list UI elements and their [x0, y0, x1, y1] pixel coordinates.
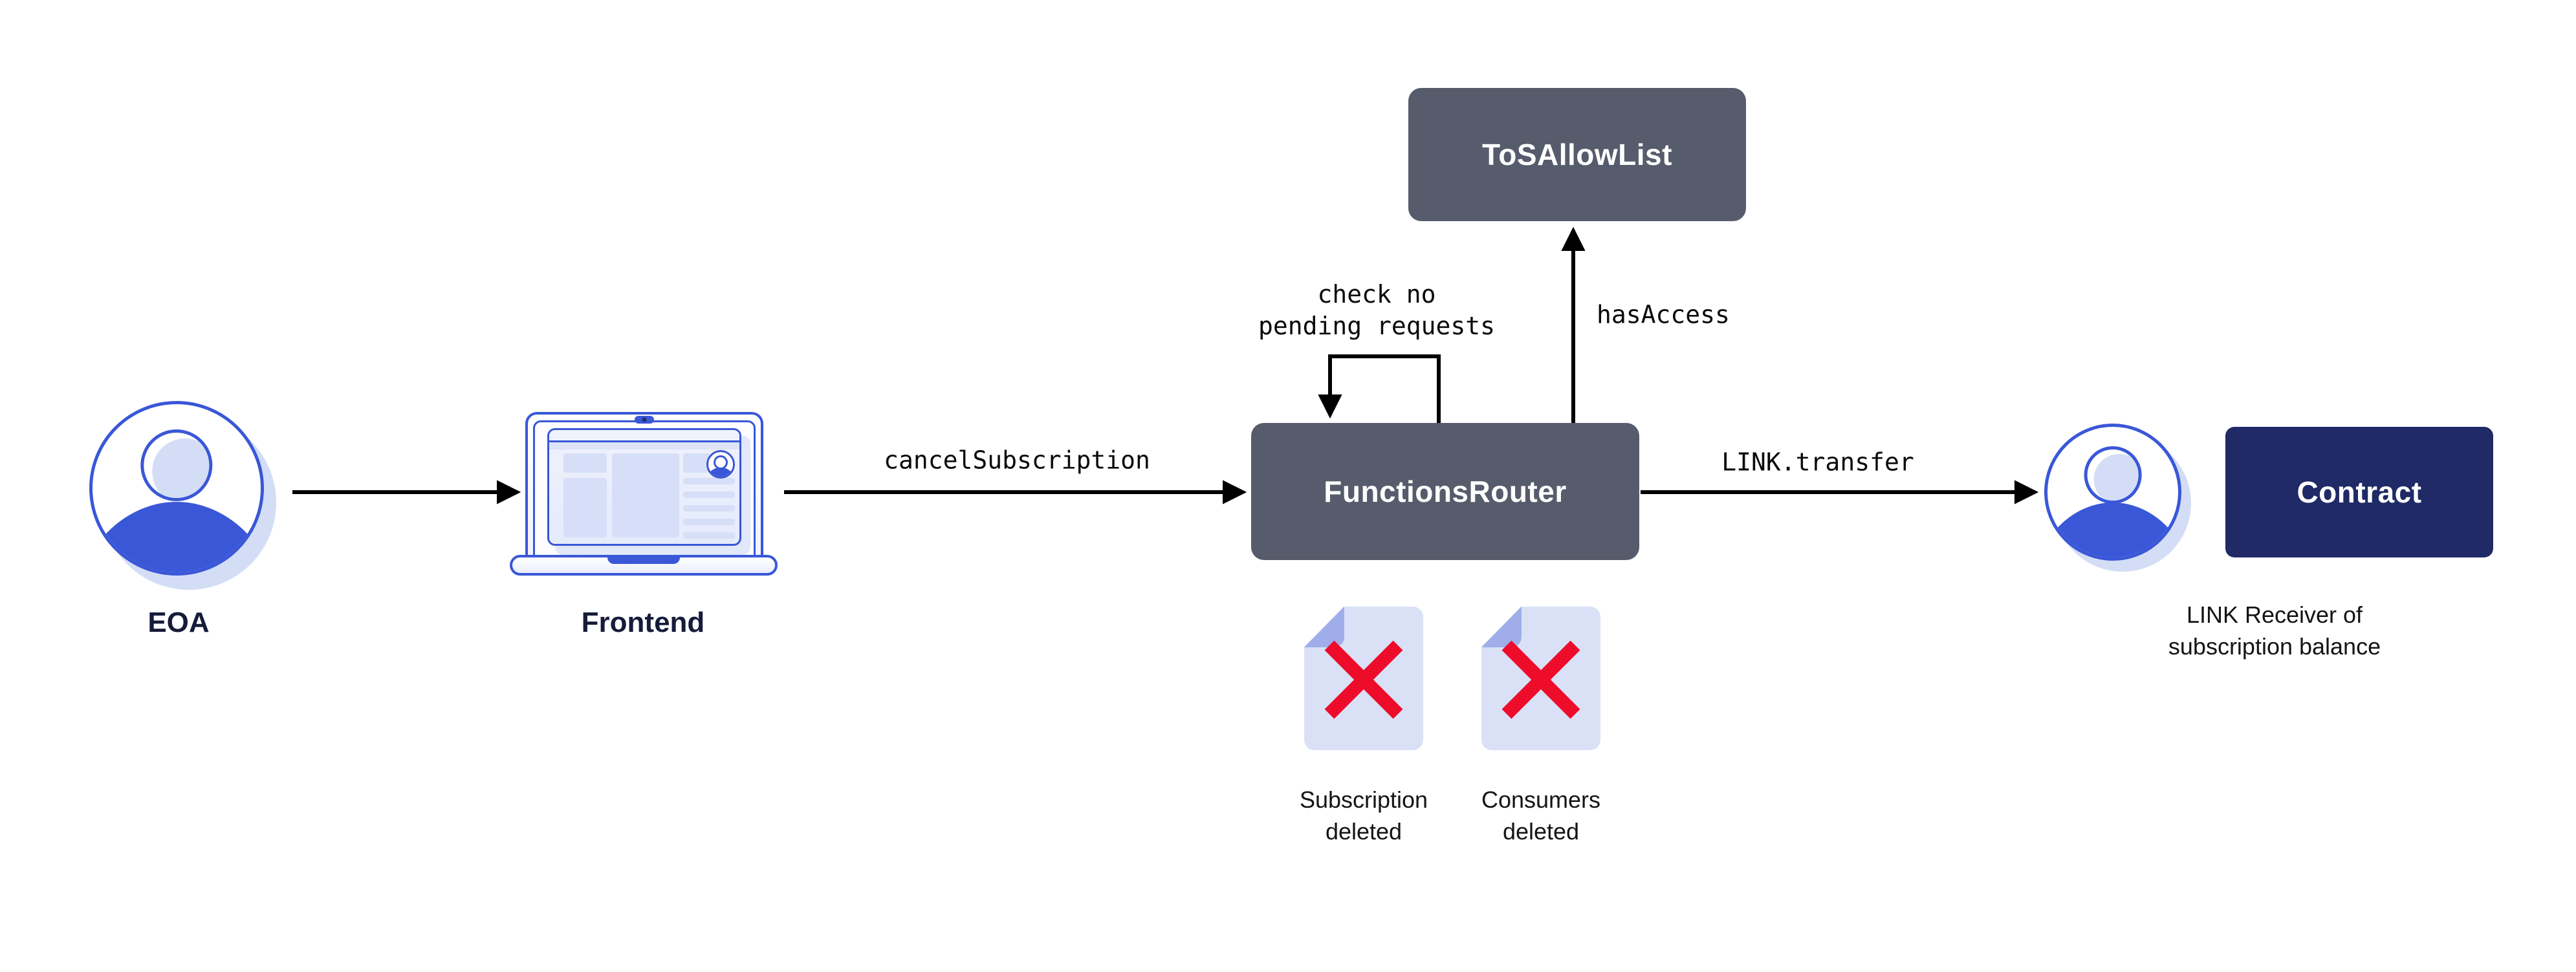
person-avatar-icon — [2044, 424, 2191, 572]
hasaccess-edge-label: hasAccess — [1597, 300, 1730, 329]
frontend-label: Frontend — [581, 607, 705, 638]
check-pending-edge-label: check no pending requests — [1258, 280, 1496, 340]
browser-user-avatar-icon — [706, 450, 735, 479]
browser-block — [563, 478, 607, 537]
laptop-browser-icon — [510, 410, 778, 576]
eoa-label: EOA — [147, 607, 210, 638]
person-avatar-icon — [89, 401, 276, 590]
browser-titlebar — [549, 430, 739, 442]
browser-text-line — [683, 505, 735, 512]
browser-text-line — [683, 532, 735, 539]
browser-text-line — [683, 519, 735, 525]
avatar-circle — [2044, 424, 2181, 561]
browser-text-line — [683, 491, 735, 498]
avatar-head — [2084, 446, 2142, 504]
browser-block — [563, 453, 607, 473]
contract-box: Contract — [2225, 427, 2493, 557]
browser-text-line — [683, 478, 735, 484]
red-x-icon — [1326, 642, 1401, 717]
avatar-shoulders — [93, 501, 261, 572]
laptop-webcam-icon — [635, 416, 654, 424]
consumers-deleted-caption: Consumers deleted — [1481, 786, 1601, 845]
link-transfer-edge-label: LINK.transfer — [1721, 448, 1914, 477]
red-x-icon — [1503, 642, 1578, 717]
deleted-document-icon — [1304, 607, 1423, 750]
deleted-document-icon — [1481, 607, 1600, 750]
avatar-shoulders — [2047, 502, 2178, 557]
avatar-circle — [89, 401, 264, 576]
browser-block — [612, 453, 679, 537]
laptop-notch — [607, 556, 680, 564]
cancelsubscription-edge-label: cancelSubscription — [884, 446, 1150, 475]
subscription-deleted-caption: Subscription deleted — [1299, 786, 1428, 845]
avatar-head — [140, 429, 213, 502]
browser-addressbar — [549, 442, 739, 449]
tosallowlist-box: ToSAllowList — [1408, 88, 1746, 221]
browser-window — [547, 428, 741, 546]
link-receiver-caption: LINK Receiver of subscription balance — [2168, 601, 2381, 660]
browser-block — [683, 453, 710, 473]
arrow-router-self-loop — [1318, 354, 1441, 423]
functionsrouter-box: FunctionsRouter — [1251, 423, 1639, 560]
